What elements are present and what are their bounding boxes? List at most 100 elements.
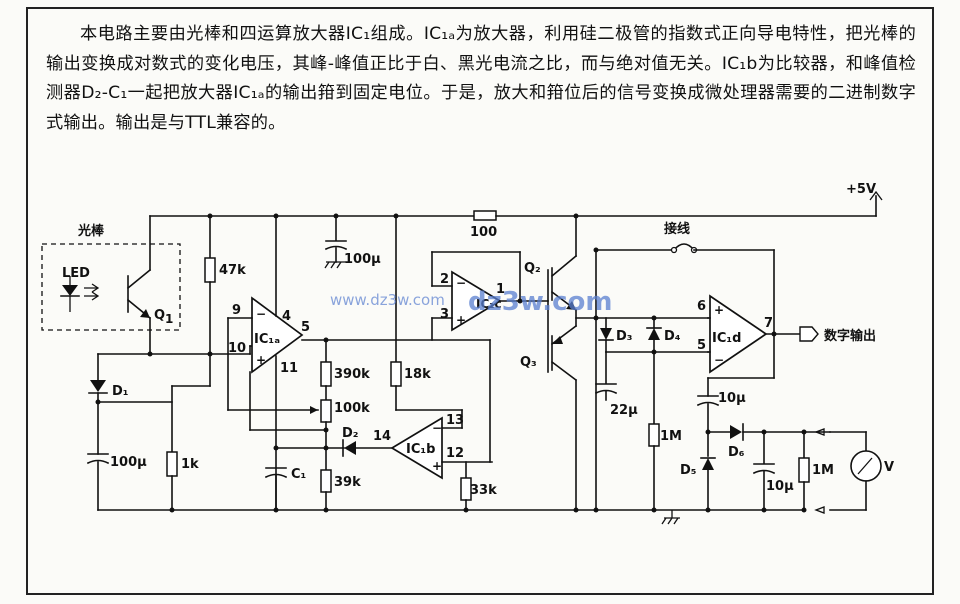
r-39k-label: 39k bbox=[334, 475, 361, 490]
pin-11-label: 11 bbox=[280, 361, 298, 376]
ground-icon bbox=[661, 510, 680, 525]
c-100u-top-label: 100μ bbox=[344, 252, 381, 267]
digital-out-label: 数字输出 bbox=[824, 328, 876, 344]
minus-sign: − bbox=[432, 421, 442, 435]
r-1m-right-label: 1M bbox=[812, 463, 834, 478]
led-label: LED bbox=[62, 266, 90, 281]
pin-1-label: 1 bbox=[496, 282, 505, 297]
output-transistors: Q₂ Q₃ bbox=[520, 215, 597, 511]
watermark-url: www.dz3w.com bbox=[330, 291, 445, 309]
d2-label: D₂ bbox=[342, 426, 359, 441]
light-bar-box bbox=[41, 243, 181, 331]
d2-diode-icon bbox=[344, 441, 356, 455]
q1-label-sub: 1 bbox=[165, 312, 173, 326]
pin-6-label: 6 bbox=[697, 299, 706, 314]
d6-diode-icon bbox=[730, 425, 742, 439]
resistor-390k bbox=[320, 361, 332, 387]
c-10u-bot-label: 10μ bbox=[766, 479, 794, 494]
resistor-1k bbox=[166, 451, 178, 477]
plus-sign: + bbox=[456, 313, 466, 327]
d5-label: D₅ bbox=[680, 463, 697, 478]
pin-10-label: 10 bbox=[228, 341, 246, 356]
bias-divider: 390k 100k 39k C₁ bbox=[249, 339, 370, 511]
cap-plate-curved bbox=[324, 245, 348, 251]
meter-network: 10μ D₆ D₅ 10μ 1M V bbox=[680, 377, 894, 514]
ic1b-comparator: D₂ 14 IC₁b − + 13 12 33k 18k bbox=[325, 215, 497, 511]
junction bbox=[273, 445, 279, 451]
junction bbox=[651, 507, 657, 513]
d3-label: D₃ bbox=[616, 329, 633, 344]
plus-sign: + bbox=[714, 303, 724, 317]
pin-13-label: 13 bbox=[446, 413, 464, 428]
r-390k-label: 390k bbox=[334, 367, 370, 382]
output-connector-icon bbox=[799, 326, 819, 342]
pin-3-label: 3 bbox=[440, 307, 449, 322]
junction bbox=[517, 298, 523, 304]
junction bbox=[593, 247, 599, 253]
r-100k-label: 100k bbox=[334, 401, 370, 416]
ic1c-label: IC₁c bbox=[476, 297, 502, 311]
ic1a-triangle bbox=[251, 296, 304, 374]
plus-sign: + bbox=[256, 353, 266, 367]
c1-label: C₁ bbox=[291, 467, 306, 482]
minus-sign: − bbox=[256, 307, 266, 321]
c-22u-capacitor bbox=[594, 351, 618, 401]
r-18k-label: 18k bbox=[404, 367, 431, 382]
junction bbox=[761, 507, 767, 513]
junction bbox=[323, 507, 329, 513]
junction bbox=[705, 507, 711, 513]
meter-v-label: V bbox=[884, 460, 894, 475]
q1-emitter-arrow bbox=[140, 309, 150, 318]
ic1b-label: IC₁b bbox=[406, 442, 435, 457]
resistor-18k bbox=[390, 361, 402, 387]
q3-label: Q₃ bbox=[520, 355, 537, 370]
q2-collector bbox=[550, 254, 578, 278]
resistor-100-top bbox=[473, 210, 497, 221]
r-33k-label: 33k bbox=[470, 483, 497, 498]
d1-label: D₁ bbox=[112, 384, 129, 399]
resistor-39k bbox=[320, 469, 332, 493]
c-22u-label: 22μ bbox=[610, 403, 638, 418]
d5-diode-icon bbox=[702, 458, 714, 470]
q1-label: Q bbox=[154, 308, 165, 323]
q2-arrow-icon bbox=[566, 301, 576, 310]
q3-collector bbox=[550, 360, 578, 382]
light-bar-label: 光棒 bbox=[77, 223, 105, 239]
decoupling-capacitor: 100μ bbox=[324, 215, 381, 269]
figure-frame bbox=[26, 7, 934, 595]
d4-label: D₄ bbox=[664, 329, 681, 344]
jumper-label: 接线 bbox=[664, 221, 690, 237]
q2-label: Q₂ bbox=[524, 261, 541, 276]
c-100-label: 100μ bbox=[110, 455, 147, 470]
c-10u-top-label: 10μ bbox=[718, 391, 746, 406]
terminal-arrows-icon bbox=[814, 428, 825, 514]
c1-capacitor bbox=[264, 467, 288, 479]
minus-sign: − bbox=[714, 353, 724, 367]
resistor-1m-mid bbox=[648, 423, 660, 447]
junction bbox=[593, 507, 599, 513]
junction bbox=[651, 315, 657, 321]
led-diode-icon bbox=[62, 285, 78, 296]
c-100-capacitor bbox=[86, 453, 110, 465]
junction bbox=[801, 429, 807, 435]
junction bbox=[95, 399, 101, 405]
r-1m-mid-label: 1M bbox=[660, 429, 682, 444]
d6-label: D₆ bbox=[728, 445, 745, 460]
ground-icon bbox=[324, 261, 346, 269]
r-100-label: 100 bbox=[470, 225, 497, 240]
plus5v-arrow-icon bbox=[869, 190, 883, 201]
light-bar-module: 光棒 LED Q 1 bbox=[41, 223, 181, 331]
junction bbox=[463, 507, 469, 513]
resistor-1m-right bbox=[798, 457, 810, 483]
junction bbox=[169, 507, 175, 513]
pot-wiper-icon bbox=[310, 406, 318, 414]
pin-5-label-d: 5 bbox=[697, 338, 706, 353]
pin-12-label: 12 bbox=[446, 446, 464, 461]
junction bbox=[207, 351, 213, 357]
q1-collector bbox=[126, 268, 152, 290]
c-10u-bottom-capacitor bbox=[752, 431, 776, 511]
ic1c-triangle bbox=[451, 270, 502, 332]
watermark: www.dz3w.com dz3w.com bbox=[330, 287, 612, 317]
